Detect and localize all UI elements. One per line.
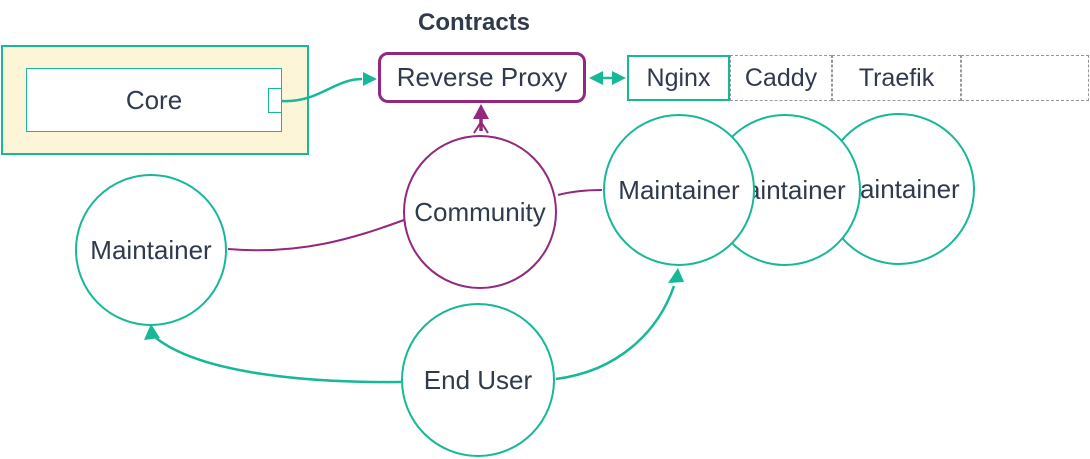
caddy-label: Caddy (744, 63, 818, 92)
edge-community-maintainer-right (557, 189, 603, 196)
end-user-label: End User (423, 364, 533, 395)
implementation-cell-empty (961, 55, 1089, 101)
core-label: Core (125, 84, 183, 115)
community-label: Community (414, 196, 546, 227)
arrowhead-reverse-proxy-bottom (473, 104, 489, 119)
implementation-cell-caddy: Caddy (730, 55, 832, 101)
diagram-title: Contracts (417, 9, 531, 36)
edge-end-user-to-maintainer-left (155, 337, 402, 384)
maintainer-right-front-label: Maintainer (618, 174, 740, 205)
maintainer-left-label: Maintainer (90, 234, 212, 265)
arrowhead-maintainer-right-bottom (668, 268, 684, 283)
arrowhead-maintainer-left-bottom (144, 324, 160, 340)
traefik-label: Traefik (858, 63, 935, 92)
reverse-proxy-label: Reverse Proxy (396, 62, 568, 92)
edge-maintainer-left-community (227, 219, 405, 252)
community-node: Community (403, 135, 557, 289)
arrowhead-toward-nginx (612, 71, 626, 85)
maintainer-left-node: Maintainer (75, 174, 227, 326)
implementation-cell-traefik: Traefik (832, 55, 961, 101)
implementation-cell-nginx: Nginx (627, 55, 730, 101)
core-node: Core (26, 68, 282, 132)
edge-start-chevron (473, 120, 489, 134)
arrowhead-toward-reverse-proxy (589, 71, 603, 85)
reverse-proxy-node: Reverse Proxy (378, 52, 586, 103)
core-output-port (268, 88, 282, 113)
edge-end-user-to-maintainer-right (555, 285, 676, 381)
maintainer-right-front-node: Maintainer (603, 114, 755, 266)
arrowhead-reverse-proxy-left (363, 72, 377, 86)
end-user-node: End User (401, 303, 555, 457)
nginx-label: Nginx (646, 63, 711, 92)
